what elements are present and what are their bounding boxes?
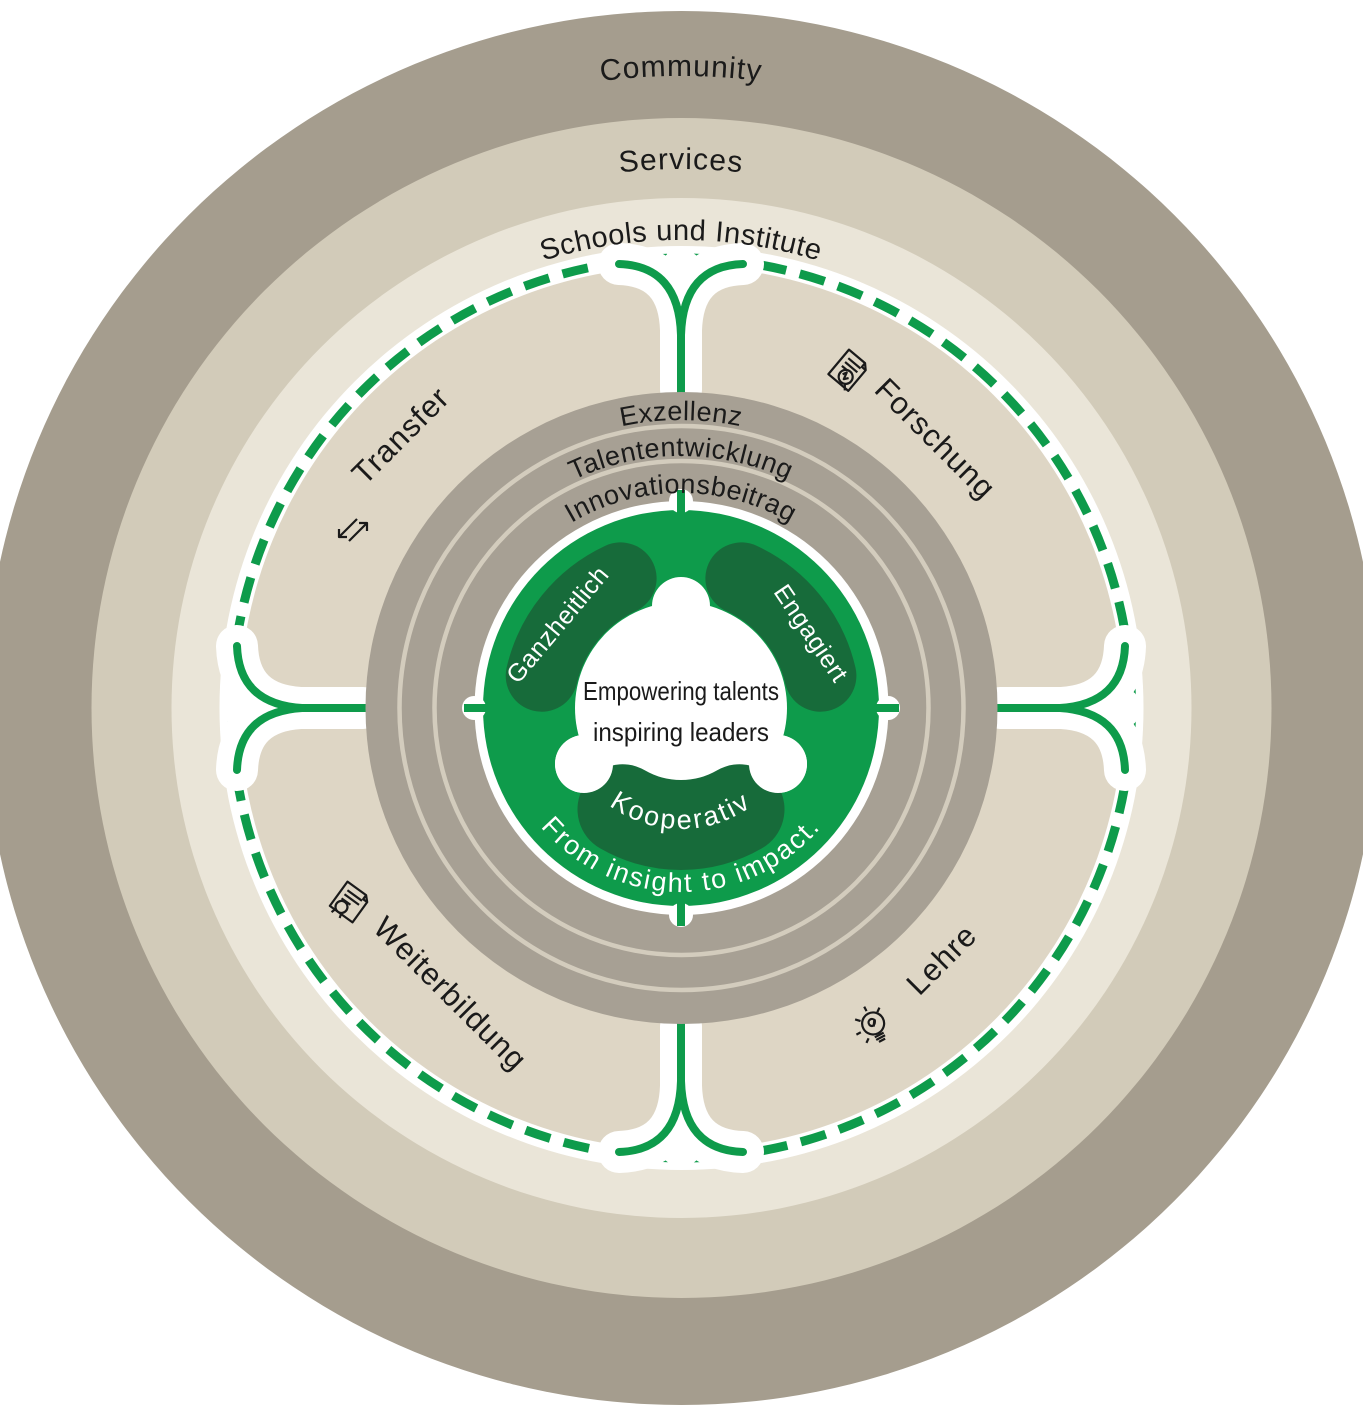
ring-label-services: Services <box>617 143 745 179</box>
value-arc-engagiert <box>705 542 857 712</box>
lightbulb-icon <box>854 1006 886 1044</box>
transfer-arrows-icon <box>337 518 369 542</box>
cardinal-ticks <box>464 490 899 926</box>
vision-core <box>462 489 900 927</box>
core-vision-line2: inspiring leaders <box>593 717 769 747</box>
value-arc-ganzheitlich <box>505 542 657 712</box>
center-blob-bump-overlays <box>555 735 807 793</box>
certificate-icon <box>328 880 369 924</box>
document-magnifier-icon <box>827 348 867 392</box>
band-separator-outer <box>397 423 966 993</box>
band-separator-inner <box>432 458 931 958</box>
value-arc-kooperativ <box>577 764 785 870</box>
core-vision-line1: Empowering talents <box>583 676 779 706</box>
ring-label-community: Community <box>598 50 764 88</box>
separator-lines <box>233 260 1129 1156</box>
value-arcs <box>505 542 857 870</box>
